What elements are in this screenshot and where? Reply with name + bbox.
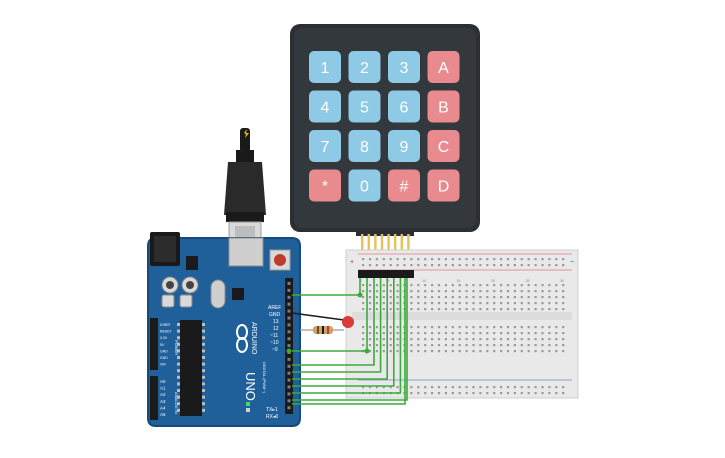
- key-label: #: [400, 179, 409, 196]
- analog-pin-label: A2: [160, 392, 166, 397]
- power-header: [150, 318, 158, 370]
- wire[interactable]: [292, 278, 402, 394]
- key-D[interactable]: D: [427, 169, 460, 202]
- key-label: 2: [360, 60, 369, 77]
- power-pin-label: RESET: [160, 330, 173, 334]
- key-label: *: [322, 179, 328, 196]
- key-label: A: [438, 60, 449, 77]
- key-label: 6: [400, 100, 409, 117]
- wire[interactable]: [292, 278, 382, 373]
- key-label: C: [438, 139, 450, 156]
- lightning-icon: [244, 129, 249, 138]
- pin-label-gnd: GND: [269, 312, 281, 318]
- wire[interactable]: [292, 278, 389, 380]
- analog-pin-label: A0: [160, 379, 166, 384]
- key-label: B: [438, 100, 449, 117]
- key-C[interactable]: C: [427, 130, 460, 162]
- key-A[interactable]: A: [427, 51, 460, 83]
- wire-junction: [357, 292, 363, 298]
- key-5[interactable]: 5: [348, 90, 381, 123]
- pin-label-11: ~11: [270, 333, 278, 339]
- red-led[interactable]: [291, 312, 354, 328]
- pin-label-9: ~9: [272, 347, 278, 353]
- wire[interactable]: [292, 278, 408, 401]
- pin-label-tx: TX▸1: [266, 407, 278, 413]
- key-1[interactable]: 1: [309, 51, 341, 83]
- pin-label-rx: RX◂0: [266, 414, 278, 420]
- keypad-4x4[interactable]: 1 2 3 A 4 5 6 B 7 8 9 C * 0 # D: [290, 24, 480, 270]
- power-pin-label: GND: [160, 356, 168, 360]
- key-label: 5: [360, 100, 369, 117]
- digital-title: DIGITAL (PWM~): [262, 362, 267, 394]
- keypad-header-strip: [358, 270, 414, 278]
- key-6[interactable]: 6: [388, 90, 420, 123]
- power-title: POWER: [174, 340, 179, 355]
- column-number: 30: [560, 279, 564, 283]
- analog-pin-label: A4: [160, 405, 166, 410]
- column-number: 5: [388, 279, 390, 283]
- key-label: 9: [400, 139, 409, 156]
- key-B[interactable]: B: [427, 90, 460, 123]
- arduino-uno-board[interactable]: ARDUINO UNO IOREFRESET3.3V5VGNDGNDVINA0A…: [147, 232, 301, 427]
- key-4[interactable]: 4: [309, 90, 341, 123]
- center-channel: [352, 312, 572, 320]
- power-pin-label: IOREF: [160, 323, 171, 327]
- column-number: 20: [491, 279, 495, 283]
- analog-pin-label: A5: [160, 412, 166, 417]
- rail-plus-label: +: [350, 259, 354, 266]
- wire-junction: [286, 348, 292, 354]
- key-9[interactable]: 9: [388, 130, 420, 162]
- key-label: 7: [321, 139, 330, 156]
- pin-label-10: ~10: [270, 340, 279, 346]
- key-0[interactable]: 0: [348, 169, 381, 202]
- power-pin-label: 3.3V: [160, 336, 168, 340]
- usb-cable[interactable]: [224, 128, 266, 245]
- board-name-label: UNO: [243, 372, 258, 401]
- wire[interactable]: [292, 278, 406, 405]
- column-number: 1: [360, 279, 362, 283]
- analog-pin-label: A3: [160, 399, 166, 404]
- signal-wires[interactable]: [286, 278, 408, 405]
- column-number: 10: [422, 279, 426, 283]
- atmega-chip: [180, 320, 202, 416]
- key-label: 8: [360, 139, 369, 156]
- wire-junction: [364, 348, 370, 354]
- analog-title: ANALOG IN: [174, 392, 179, 414]
- brand-label: ARDUINO: [250, 322, 257, 355]
- resistor[interactable]: [300, 326, 344, 334]
- arduino-logo: [236, 324, 248, 353]
- key-3[interactable]: 3: [388, 51, 420, 83]
- power-pin-label: VIN: [160, 363, 166, 367]
- key-star[interactable]: *: [309, 169, 341, 202]
- power-pin-label: 5V: [160, 343, 165, 347]
- analog-pin-label: A1: [160, 386, 166, 391]
- wire[interactable]: [292, 278, 395, 387]
- wire[interactable]: [292, 278, 375, 366]
- rail-minus-label: −: [570, 259, 574, 266]
- key-hash[interactable]: #: [388, 169, 420, 202]
- key-label: 0: [360, 179, 369, 196]
- power-pin-label: GND: [160, 349, 168, 353]
- key-2[interactable]: 2: [348, 51, 381, 83]
- analog-header: [150, 376, 158, 420]
- key-7[interactable]: 7: [309, 130, 341, 162]
- key-label: 1: [321, 60, 330, 77]
- column-number: 25: [526, 279, 530, 283]
- pin-label-13: 13: [273, 319, 279, 325]
- pin-label-12: 12: [273, 326, 279, 332]
- key-8[interactable]: 8: [348, 130, 381, 162]
- pin-label-aref: AREF: [268, 305, 281, 311]
- column-number: 15: [457, 279, 461, 283]
- key-label: 3: [400, 60, 409, 77]
- key-label: 4: [321, 100, 330, 117]
- key-label: D: [438, 179, 450, 196]
